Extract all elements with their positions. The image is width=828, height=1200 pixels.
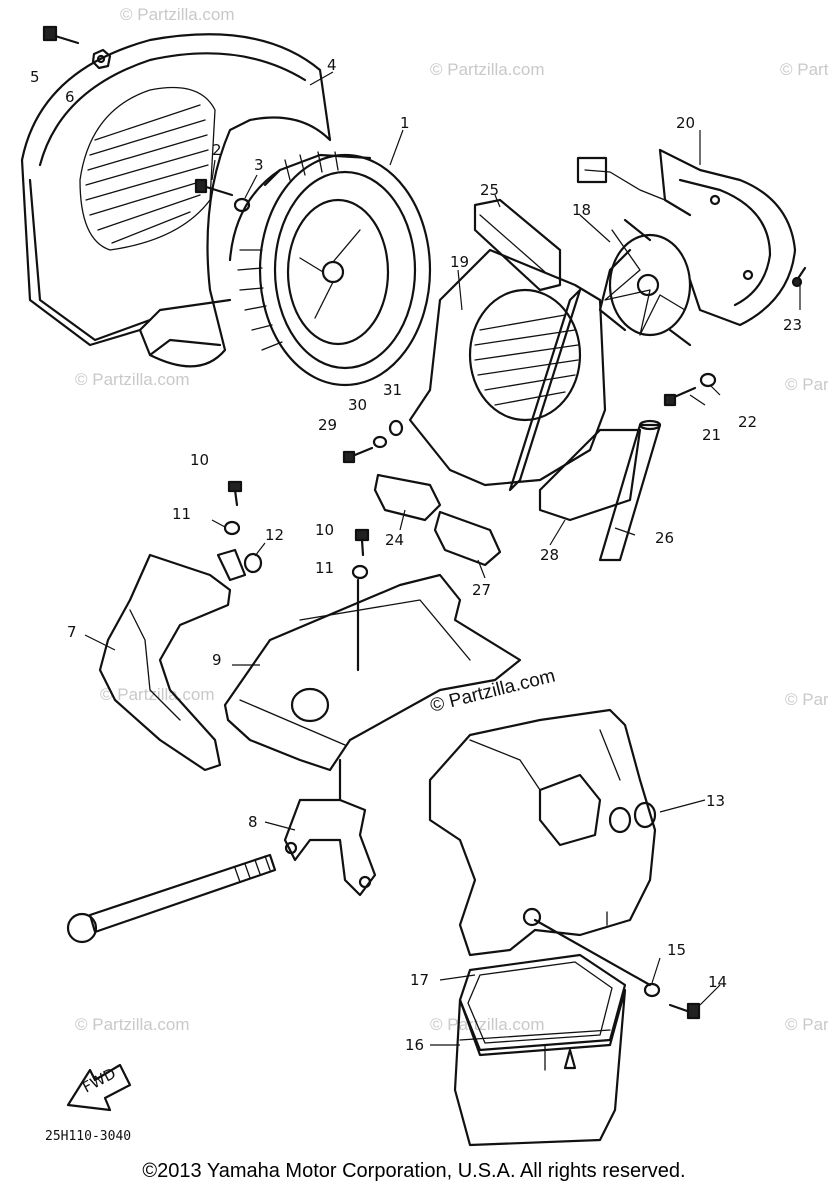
callout-11-right: 11	[315, 559, 334, 577]
callout-8: 8	[248, 813, 258, 831]
callout-12: 12	[265, 526, 284, 544]
callout-31: 31	[383, 381, 402, 399]
callout-18: 18	[572, 201, 591, 219]
top-duct	[473, 198, 562, 292]
watermark: © Partzilla.com	[430, 60, 545, 79]
nut-31	[388, 419, 404, 437]
side-panel	[98, 553, 232, 772]
callout-25: 25	[480, 181, 499, 199]
callout-7: 7	[67, 623, 77, 641]
long-bolt	[66, 853, 277, 944]
nut-6	[91, 48, 112, 70]
callout-26: 26	[655, 529, 674, 547]
air-box	[428, 708, 657, 957]
screw-23	[791, 266, 807, 288]
motor-bracket	[576, 148, 797, 327]
fan-motor	[598, 218, 692, 347]
callout-13: 13	[706, 792, 725, 810]
watermark: © Partzilla.com	[75, 370, 190, 389]
callout-23: 23	[783, 316, 802, 334]
fan-duct	[408, 248, 607, 492]
callout-28: 28	[540, 546, 559, 564]
callout-16: 16	[405, 1036, 424, 1054]
watermark: © Partzilla.com	[100, 685, 215, 704]
watermark: © Partzilla.com	[75, 1015, 190, 1034]
bolt-14	[533, 918, 701, 1020]
callout-1: 1	[400, 114, 410, 132]
callout-21: 21	[702, 426, 721, 444]
bolt-10-right	[354, 528, 370, 557]
foam-block	[538, 428, 642, 522]
callout-14: 14	[708, 973, 727, 991]
callout-11-left: 11	[172, 505, 191, 523]
callout-3: 3	[254, 156, 264, 174]
fwd-label: FWD	[79, 1064, 118, 1096]
callout-19: 19	[450, 253, 469, 271]
callout-29: 29	[318, 416, 337, 434]
washer-11-left	[223, 520, 241, 536]
clamp-12	[216, 548, 263, 582]
callout-30: 30	[348, 396, 367, 414]
floor-plate	[223, 573, 522, 772]
callout-labels: 1 2 3 4 5 6 7 8 9 10 10 11 11 12 13 14 1…	[30, 56, 802, 1054]
leader-lines	[84, 71, 801, 1046]
watermark: © Partzilla.com	[430, 1015, 545, 1034]
washer-11-right	[351, 564, 369, 580]
fan-housing	[228, 151, 432, 387]
washer-3	[233, 197, 251, 213]
callout-9: 9	[212, 651, 222, 669]
watermark: © Partzilla.com	[780, 60, 828, 79]
hose	[598, 419, 662, 562]
watermark: © Partzilla.com	[785, 375, 828, 394]
watermark: © Partzilla.com	[785, 690, 828, 709]
filter-case-16	[453, 988, 627, 1147]
parts-diagram: © Partzilla.com © Partzilla.com © Partzi…	[20, 5, 828, 1147]
fan-shroud-cover	[20, 33, 332, 368]
callout-2: 2	[212, 141, 222, 159]
callout-24: 24	[385, 531, 404, 549]
callout-10-right: 10	[315, 521, 334, 539]
bolt-2	[194, 178, 234, 197]
callout-4: 4	[327, 56, 337, 74]
callout-17: 17	[410, 971, 429, 989]
pad-27	[433, 510, 502, 567]
copyright-footer: ©2013 Yamaha Motor Corporation, U.S.A. A…	[142, 1160, 686, 1182]
callout-6: 6	[65, 88, 75, 106]
mount-bracket	[283, 758, 377, 897]
washer-15	[643, 982, 661, 998]
watermark-center: © Partzilla.com	[428, 666, 557, 717]
callout-5: 5	[30, 68, 40, 86]
drawing-code: 25H110-3040	[45, 1129, 131, 1144]
fwd-arrow-icon	[66, 1063, 132, 1112]
pad-24	[373, 473, 442, 522]
washer-30	[372, 435, 388, 449]
callout-10-left: 10	[190, 451, 209, 469]
screw-21	[663, 386, 697, 407]
bolt-10-left	[227, 480, 243, 507]
callout-27: 27	[472, 581, 491, 599]
screw-29	[342, 446, 374, 464]
washer-22	[699, 372, 717, 388]
bolt-5	[42, 25, 80, 45]
watermark: © Partzilla.com	[120, 5, 235, 24]
gasket-17	[458, 953, 627, 1052]
callout-22: 22	[738, 413, 757, 431]
callout-20: 20	[676, 114, 695, 132]
callout-15: 15	[667, 941, 686, 959]
watermark: © Partzilla.com	[785, 1015, 828, 1034]
